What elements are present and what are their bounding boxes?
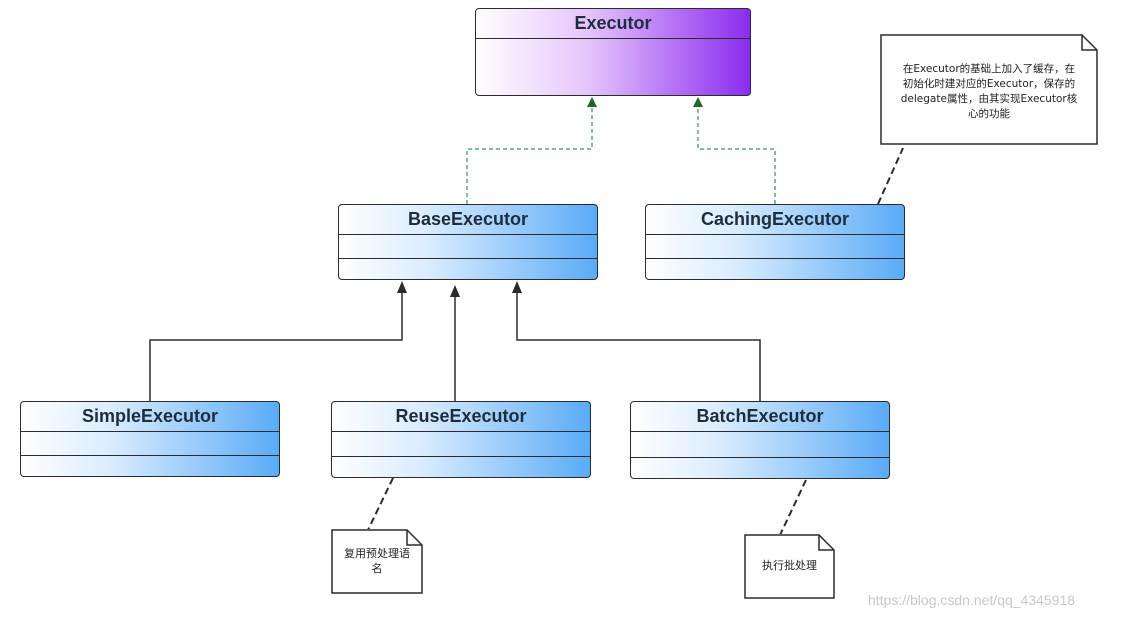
inheritance-reuse-to-base [450, 285, 460, 401]
base-executor-operations [339, 259, 597, 279]
watermark: https://blog.csdn.net/qq_4345918 [868, 592, 1076, 608]
batch-executor-attributes [631, 432, 889, 458]
reuse-executor-class-name: ReuseExecutor [332, 402, 590, 432]
executor-class-name: Executor [476, 9, 750, 39]
note-caching-line1: 在Executor的基础上加入了缓存，在 [902, 63, 1076, 75]
note-reuse-line1: 复用预处理语 [344, 547, 410, 560]
simple-executor-operations [21, 456, 279, 476]
note-reuse[interactable]: 复用预处理语 名 [331, 529, 423, 594]
note-batch-line1: 执行批处理 [762, 559, 817, 572]
base-executor-class-name: BaseExecutor [339, 205, 597, 235]
reuse-executor-attributes [332, 432, 590, 457]
inheritance-batch-to-base [512, 281, 761, 401]
inheritance-simple-to-base [149, 281, 407, 401]
caching-executor-operations [646, 259, 904, 279]
note-reuse-shape [331, 529, 423, 594]
batch-executor-operations [631, 458, 889, 478]
base-executor-attributes [339, 235, 597, 259]
batch-executor-class[interactable]: BatchExecutor [630, 401, 890, 479]
simple-executor-attributes [21, 432, 279, 456]
batch-executor-class-name: BatchExecutor [631, 402, 889, 432]
reuse-executor-class[interactable]: ReuseExecutor [331, 401, 591, 478]
note-anchor-reuse [367, 477, 394, 531]
note-caching-line3: delegate属性，由其实现Executor核 [900, 93, 1078, 105]
caching-executor-class[interactable]: CachingExecutor [645, 204, 905, 280]
simple-executor-class[interactable]: SimpleExecutor [20, 401, 280, 477]
note-reuse-line2: 名 [371, 562, 383, 575]
realization-base-to-executor [466, 97, 597, 204]
base-executor-class[interactable]: BaseExecutor [338, 204, 598, 280]
note-batch[interactable]: 执行批处理 [744, 534, 835, 599]
note-anchor-caching [877, 147, 904, 205]
note-caching[interactable]: 在Executor的基础上加入了缓存，在 初始化时建对应的Executor，保存… [880, 34, 1098, 145]
caching-executor-class-name: CachingExecutor [646, 205, 904, 235]
reuse-executor-operations [332, 457, 590, 477]
note-caching-line4: 心的功能 [968, 108, 1010, 120]
executor-class[interactable]: Executor [475, 8, 751, 96]
simple-executor-class-name: SimpleExecutor [21, 402, 279, 432]
note-caching-shape [880, 34, 1098, 145]
note-batch-shape [744, 534, 835, 599]
caching-executor-attributes [646, 235, 904, 259]
realization-caching-to-executor [693, 97, 776, 204]
note-caching-line2: 初始化时建对应的Executor，保存的 [902, 78, 1076, 90]
note-anchor-batch [779, 479, 807, 536]
